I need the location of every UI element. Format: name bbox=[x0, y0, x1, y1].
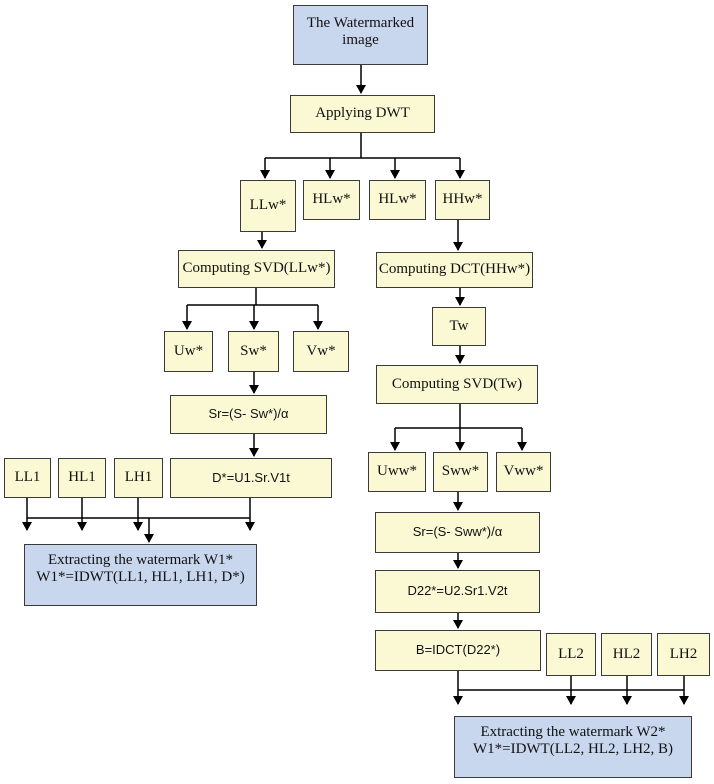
vww-box: Vww* bbox=[496, 452, 551, 492]
sw-label: Sw* bbox=[240, 342, 267, 359]
dct-hhw-label: Computing DCT(HHw*) bbox=[378, 261, 531, 278]
vw-label: Vw* bbox=[306, 342, 336, 359]
hlw-box-1: HLw* bbox=[303, 180, 360, 220]
hl1-box: HL1 bbox=[58, 458, 106, 498]
sww-label: Sww* bbox=[441, 463, 480, 480]
d-star-box: D*=U1.Sr.V1t bbox=[170, 458, 332, 498]
extract-w1-line1: Extracting the watermark W1* bbox=[47, 552, 234, 568]
dct-hhw-box: Computing DCT(HHw*) bbox=[376, 252, 533, 288]
hlw-box-2: HLw* bbox=[369, 180, 426, 220]
ll1-label: LL1 bbox=[14, 469, 41, 486]
vww-label: Vww* bbox=[503, 463, 544, 480]
uw-label: Uw* bbox=[173, 342, 204, 359]
lh1-label: LH1 bbox=[124, 469, 153, 486]
llw-label: LLw* bbox=[249, 197, 287, 214]
hl1-label: HL1 bbox=[68, 469, 96, 486]
extract-w1-line2: W1*=IDWT(LL1, HL1, LH1, D*) bbox=[36, 569, 245, 586]
vw-box: Vw* bbox=[293, 331, 349, 372]
hlw-label-2: HLw* bbox=[378, 191, 417, 208]
svd-llw-label: Computing SVD(LLw*) bbox=[182, 260, 331, 277]
uww-label: Uww* bbox=[377, 463, 417, 480]
uw-box: Uw* bbox=[164, 331, 213, 372]
hl2-label: HL2 bbox=[612, 645, 641, 662]
ll1-box: LL1 bbox=[4, 458, 51, 498]
svd-llw-box: Computing SVD(LLw*) bbox=[178, 250, 335, 288]
extract-w2-line2: W1*=IDWT(LL2, HL2, LH2, B) bbox=[472, 741, 674, 758]
ll2-label: LL2 bbox=[558, 645, 584, 662]
d22-label: D22*=U2.Sr1.V2t bbox=[407, 583, 508, 599]
tw-label: Tw bbox=[449, 317, 469, 334]
watermarked-image-line2: image bbox=[342, 32, 379, 49]
sww-box: Sww* bbox=[433, 452, 488, 492]
hl2-box: HL2 bbox=[601, 633, 652, 676]
applying-dwt-label: Applying DWT bbox=[315, 105, 410, 122]
hlw-label-1: HLw* bbox=[312, 191, 351, 208]
extract-w2-line1: Extracting the watermark W2* bbox=[480, 724, 666, 740]
watermarked-image-line1: The Watermarked bbox=[306, 15, 415, 31]
sr-right-label: Sr=(S- Sww*)/α bbox=[412, 524, 503, 540]
tw-box: Tw bbox=[432, 307, 486, 346]
d22-box: D22*=U2.Sr1.V2t bbox=[375, 570, 540, 613]
b-idct-box: B=IDCT(D22*) bbox=[375, 630, 541, 671]
lh1-box: LH1 bbox=[114, 458, 163, 498]
sw-box: Sw* bbox=[228, 331, 279, 372]
llw-box: LLw* bbox=[240, 180, 296, 232]
sr-left-box: Sr=(S- Sw*)/α bbox=[170, 395, 327, 434]
d-star-label: D*=U1.Sr.V1t bbox=[212, 469, 290, 485]
svd-tw-box: Computing SVD(Tw) bbox=[376, 365, 538, 404]
ll2-box: LL2 bbox=[546, 633, 596, 676]
sr-left-label: Sr=(S- Sw*)/α bbox=[208, 406, 289, 422]
sr-right-box: Sr=(S- Sww*)/α bbox=[375, 512, 540, 553]
lh2-label: LH2 bbox=[669, 645, 698, 662]
applying-dwt-box: Applying DWT bbox=[290, 95, 435, 133]
b-idct-label: B=IDCT(D22*) bbox=[415, 642, 501, 658]
watermarked-image-box: The Watermarked image bbox=[293, 5, 428, 65]
extract-w1-box: Extracting the watermark W1* W1*=IDWT(LL… bbox=[24, 544, 257, 606]
uww-box: Uww* bbox=[368, 452, 426, 492]
svd-tw-label: Computing SVD(Tw) bbox=[391, 375, 523, 392]
extract-w2-box: Extracting the watermark W2* W1*=IDWT(LL… bbox=[454, 716, 692, 778]
hhw-label: HHw* bbox=[442, 191, 483, 208]
lh2-box: LH2 bbox=[657, 633, 710, 676]
hhw-box: HHw* bbox=[435, 180, 490, 220]
